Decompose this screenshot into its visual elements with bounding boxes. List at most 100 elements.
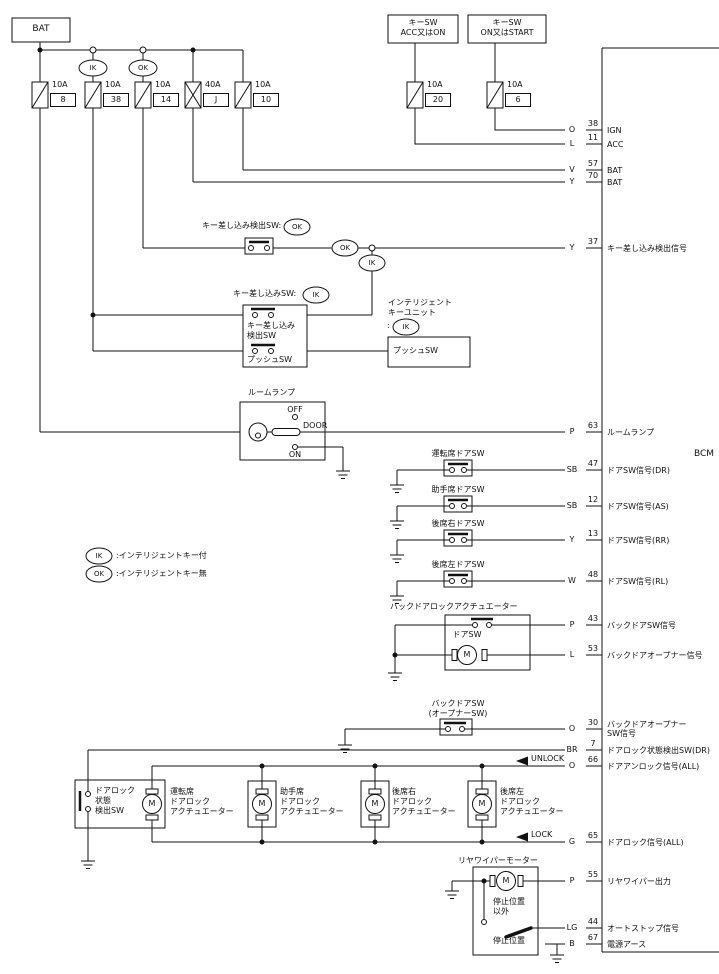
- fuse-id: J: [203, 93, 229, 107]
- bcm-box: [601, 47, 719, 953]
- battery-box: [11, 17, 71, 43]
- pin-number: 11: [587, 133, 599, 142]
- back-door-sw-box: [439, 718, 473, 736]
- pin-name: ドアロック状態検出SW(DR): [607, 746, 710, 755]
- switch-contacts: [85, 245, 492, 925]
- lamp-on-label: ON: [288, 450, 302, 459]
- pin-number: 13: [587, 529, 599, 538]
- pin-name: 電源アース: [607, 940, 647, 949]
- pin-number: 65: [587, 831, 599, 840]
- option-tag-ovals: [78, 59, 420, 583]
- motor-symbols: [142, 645, 524, 891]
- pin-name: IGN: [607, 126, 622, 135]
- fuse-14-icon: [134, 81, 152, 109]
- pin-name: オートストップ信号: [607, 924, 679, 933]
- pin-number: 44: [587, 917, 599, 926]
- pin-color: SB: [566, 465, 578, 474]
- wiper-autostop-arm: [504, 926, 533, 939]
- ground-symbol: [389, 549, 405, 563]
- motor-letter: M: [463, 650, 471, 659]
- lamp-door-label: DOOR: [303, 421, 328, 430]
- wires: [39, 42, 602, 950]
- ground-symbol: [337, 739, 353, 753]
- pin-number: 63: [587, 421, 599, 430]
- motor-letter: M: [258, 799, 266, 808]
- pin-name: バックドアオープナー信号: [607, 651, 703, 660]
- room-lamp-label: ルームランプ: [248, 388, 296, 397]
- pin-name: ルームランプ: [607, 428, 655, 437]
- pin-name: バックドアSW信号: [607, 621, 676, 630]
- room-lamp-box: [239, 401, 326, 461]
- ok-tag: OK: [339, 244, 351, 252]
- lock-label: LOCK: [531, 830, 553, 839]
- ground-symbol: [335, 465, 351, 479]
- fuse-rating: 10A: [507, 80, 523, 89]
- rear-wiper-motor-icon: [489, 871, 524, 891]
- pin-number: 67: [587, 933, 599, 942]
- ik-tag: IK: [368, 259, 376, 267]
- ground-symbol: [444, 885, 460, 899]
- key-detect-sw-ok-label: キー差し込み検出SW:: [202, 221, 282, 230]
- pin-color: O: [568, 724, 576, 733]
- key-sw-start-label: キーSW ON又はSTART: [480, 18, 534, 37]
- fusible-link-j-icon: [184, 81, 202, 109]
- push-sw-label: プッシュSW: [247, 355, 292, 364]
- door-sw-rr-box: [443, 529, 473, 547]
- intelligent-key-unit-box: [387, 336, 471, 368]
- pin-color: SB: [566, 501, 578, 510]
- pin-number: 70: [587, 171, 599, 180]
- fuse-6-icon: [486, 81, 504, 109]
- pin-number: 55: [587, 870, 599, 879]
- intelligent-key-unit-label: インテリジェント キーユニット: [388, 298, 452, 317]
- pin-color: W: [568, 576, 576, 585]
- option-junction: [368, 244, 376, 252]
- ok-tag: OK: [137, 64, 149, 72]
- rear-right-lock-actuator-label: 後席右 ドアロック アクチュエーター: [392, 787, 456, 816]
- key-sw-ik-label: キー差し込みSW:: [233, 289, 297, 298]
- pin-color: Y: [569, 535, 575, 544]
- ground-symbol: [549, 949, 565, 963]
- lamp-on-contact: [292, 444, 298, 450]
- door-sw-bars: [448, 462, 468, 577]
- pin-color: P: [569, 876, 575, 885]
- passenger-lock-actuator-label: 助手席 ドアロック アクチュエーター: [280, 787, 344, 816]
- pin-number: 57: [587, 159, 599, 168]
- pin-name: BAT: [607, 166, 623, 175]
- legend-ok-text: :インテリジェントキー無: [116, 569, 207, 578]
- key-sw-acc-box: [387, 14, 459, 44]
- unit-push-sw-label: プッシュSW: [393, 346, 438, 355]
- pin-name: ドアSW信号(DR): [607, 466, 670, 475]
- pin-color: Y: [569, 243, 575, 252]
- key-sw-ik-box: [242, 304, 308, 368]
- component-boxes: [11, 14, 719, 956]
- fuse-rating: 10A: [105, 80, 121, 89]
- door-sw-as-label: 助手席ドアSW: [431, 485, 485, 494]
- pin-name: ACC: [607, 140, 624, 149]
- fuse-rating: 10A: [255, 80, 271, 89]
- pin-color: LG: [566, 923, 578, 932]
- lamp-switch-arm: [271, 428, 301, 436]
- pin-name: リヤワイパー出力: [607, 877, 671, 886]
- junction-dots: [37, 47, 487, 884]
- rear-left-lock-actuator-box: [467, 780, 497, 828]
- rear-right-lock-actuator-box: [360, 780, 390, 828]
- motor-letter: M: [148, 799, 156, 808]
- back-door-actuator-box: [444, 614, 531, 671]
- rear-right-lock-motor-icon: [365, 788, 385, 821]
- back-door-actuator-label: バックドアロックアクチュエーター: [390, 602, 518, 611]
- passenger-lock-actuator-box: [247, 780, 277, 828]
- ground-symbol: [387, 667, 403, 681]
- ground-symbol: [80, 855, 96, 869]
- pin-color: L: [569, 650, 575, 659]
- pin-name: キー差し込み検出信号: [607, 244, 687, 253]
- ik-tag: IK: [89, 64, 97, 72]
- driver-lock-actuator-label: 運転席 ドアロック アクチュエーター: [170, 787, 234, 816]
- fuse-id: 10: [253, 93, 279, 107]
- fuse-id: 8: [50, 93, 76, 107]
- pin-name: BAT: [607, 178, 623, 187]
- wiper-not-stop-contact: [481, 919, 487, 925]
- door-sw-as-box: [443, 495, 473, 513]
- ok-tag: OK: [291, 223, 303, 231]
- fuse-id: 20: [425, 93, 451, 107]
